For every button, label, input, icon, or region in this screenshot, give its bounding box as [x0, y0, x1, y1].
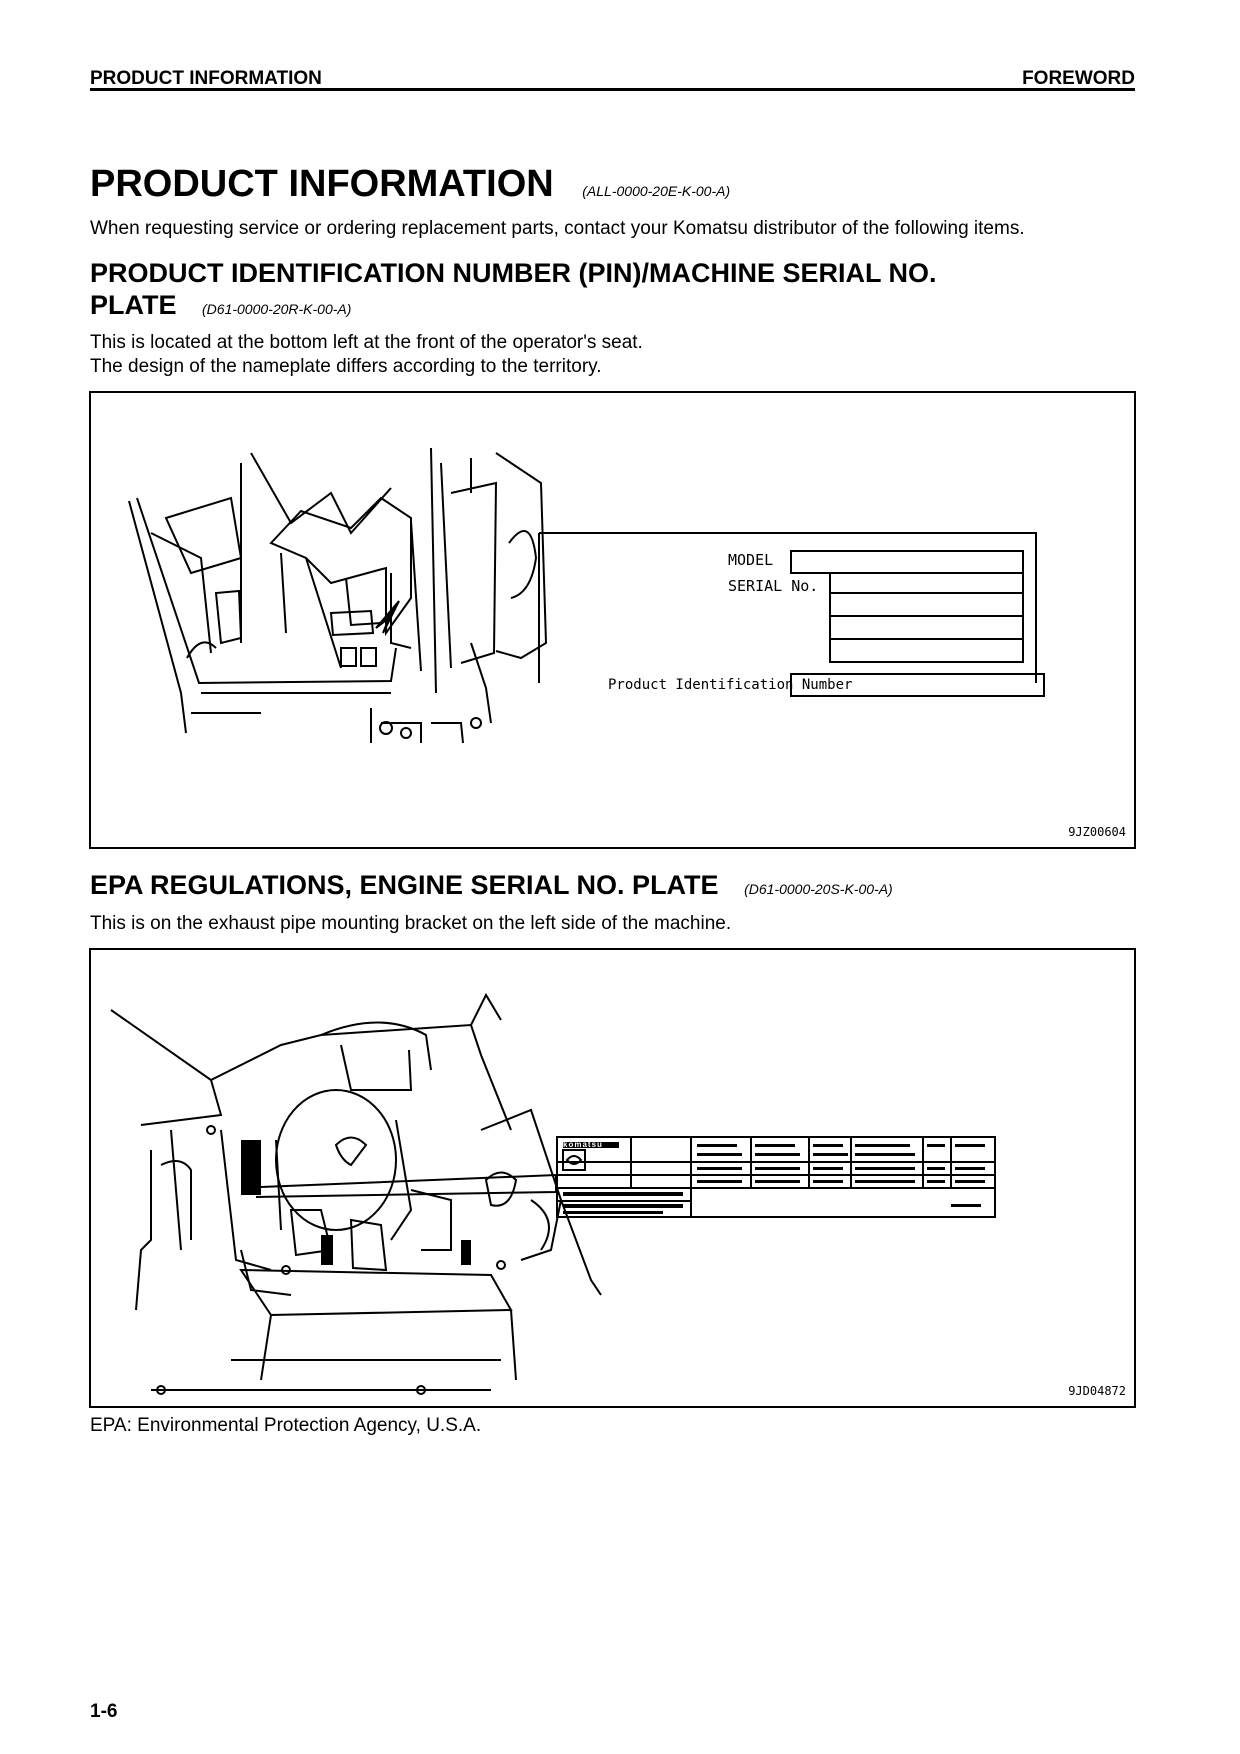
engine-compartment-illustration: [110, 992, 996, 1395]
epa-heading: EPA REGULATIONS, ENGINE SERIAL NO. PLATE…: [90, 870, 893, 901]
page-title: PRODUCT INFORMATION (ALL-0000-20E-K-00-A…: [90, 163, 730, 206]
running-header-left: PRODUCT INFORMATION: [90, 68, 322, 89]
pin-figure-id: 9JZ00604: [1068, 825, 1126, 839]
pin-text-line2: The design of the nameplate differs acco…: [90, 356, 602, 377]
plate-serial-label: SERIAL No.: [728, 577, 819, 595]
epa-footnote: EPA: Environmental Protection Agency, U.…: [90, 1415, 482, 1436]
intro-text: When requesting service or ordering repl…: [90, 218, 1025, 239]
epa-text: This is on the exhaust pipe mounting bra…: [90, 913, 732, 934]
plate-pin-label: Product Identification Number: [608, 677, 853, 693]
pin-heading-line1: PRODUCT IDENTIFICATION NUMBER (PIN)/MACH…: [90, 258, 937, 288]
komatsu-logo: komatsu: [563, 1140, 603, 1149]
epa-figure: komatsu 9JD04872: [89, 948, 1136, 1408]
page-title-text: PRODUCT INFORMATION: [90, 163, 554, 205]
epa-heading-text: EPA REGULATIONS, ENGINE SERIAL NO. PLATE: [90, 870, 719, 900]
page-title-code: (ALL-0000-20E-K-00-A): [582, 183, 731, 199]
epa-figure-id: 9JD04872: [1068, 1384, 1126, 1398]
pin-text-line1: This is located at the bottom left at th…: [90, 332, 643, 353]
header-rule: [90, 88, 1135, 91]
epa-heading-code: (D61-0000-20S-K-00-A): [744, 881, 893, 897]
page-number: 1-6: [90, 1701, 118, 1722]
operator-seat-illustration: [128, 447, 1045, 744]
running-header-right: FOREWORD: [1022, 68, 1135, 89]
plate-model-label: MODEL: [728, 551, 774, 569]
pin-heading-text: PLATE: [90, 290, 177, 320]
pin-heading-code: (D61-0000-20R-K-00-A): [202, 301, 352, 317]
pin-figure: MODEL SERIAL No. Product Identification …: [89, 391, 1136, 849]
pin-heading-line2: PLATE (D61-0000-20R-K-00-A): [90, 290, 351, 321]
